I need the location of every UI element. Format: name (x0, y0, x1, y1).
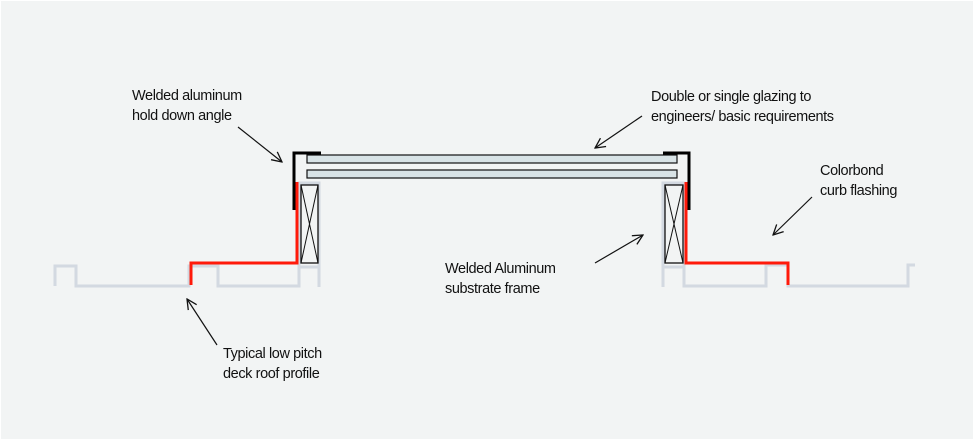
label-line: Double or single glazing to (651, 89, 812, 105)
label-hold-down-angle: Welded aluminum hold down angle (132, 86, 242, 126)
label-line: deck roof profile (223, 366, 320, 382)
glazing-pane-bottom (306, 169, 678, 179)
hold-down-angle-right (663, 151, 691, 210)
substrate-frame-right-outline (661, 181, 686, 269)
leader-arrow-glazing (595, 115, 643, 148)
leader-arrow-substrate-frame (594, 235, 643, 264)
label-roof-profile: Typical low pitch deck roof profile (223, 344, 322, 384)
leader-arrow-curb-flashing (773, 196, 813, 235)
roof-profile-left (53, 264, 301, 288)
label-curb-flashing: Colorbond curb flashing (820, 161, 897, 201)
curb-flashing-right (684, 182, 790, 285)
label-line: hold down angle (132, 108, 232, 124)
glazing-pane-top (306, 154, 678, 164)
roof-profile-right-main (682, 263, 915, 288)
substrate-frame-right (664, 184, 684, 264)
leader-arrow-hold-down-angle (237, 126, 282, 162)
label-line: curb flashing (820, 183, 898, 199)
label-line: Typical low pitch (223, 346, 322, 362)
label-line: Colorbond (820, 163, 884, 179)
substrate-frame-left (300, 184, 319, 264)
curb-flashing-left (189, 182, 299, 285)
label-glazing: Double or single glazing to engineers/ b… (651, 87, 834, 127)
leader-arrow-roof-profile (187, 299, 218, 346)
hold-down-angle-left (292, 151, 321, 210)
label-line: engineers/ basic requirements (651, 109, 834, 125)
label-line: Welded aluminum (132, 88, 242, 104)
label-line: Welded Aluminum (445, 261, 556, 277)
label-line: substrate frame (445, 281, 540, 297)
substrate-frame-left-outline (297, 181, 321, 269)
label-substrate-frame: Welded Aluminum substrate frame (445, 259, 556, 299)
